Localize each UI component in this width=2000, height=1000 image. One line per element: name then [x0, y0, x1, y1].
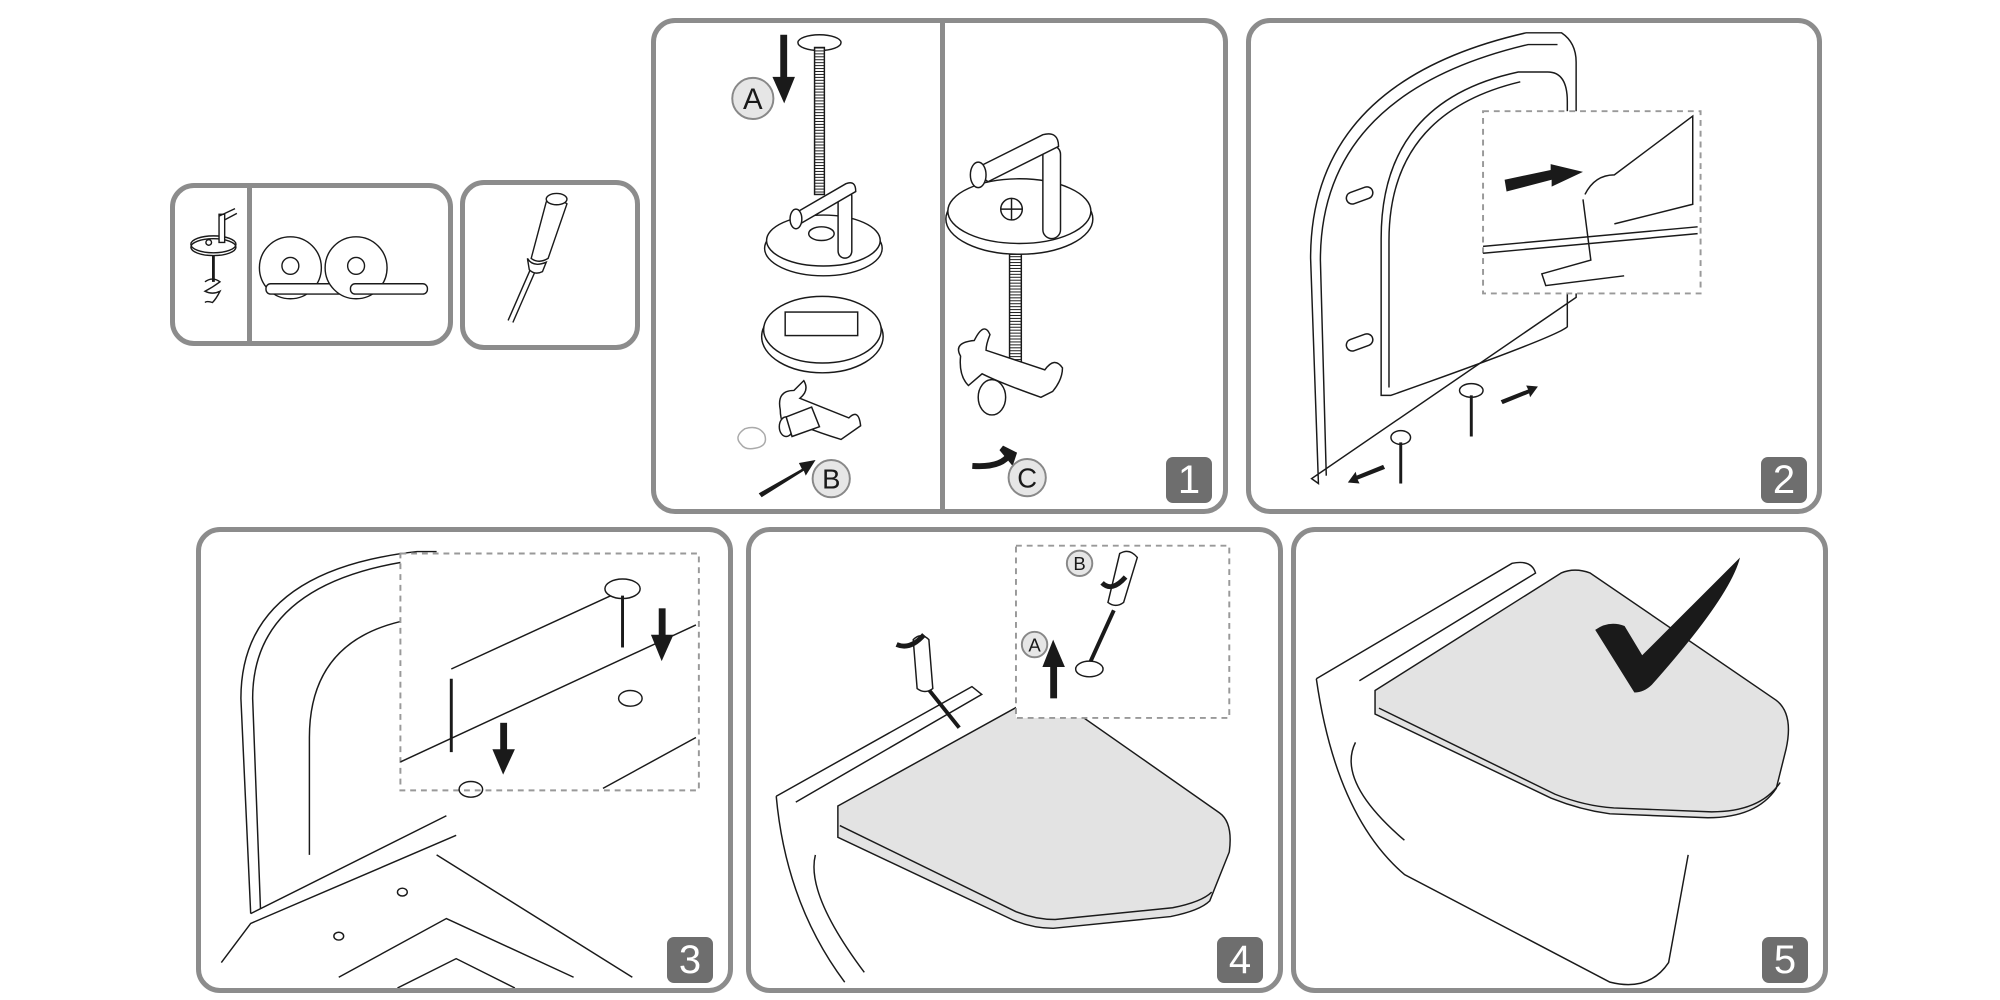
dowel-icon [737, 426, 767, 450]
rotate-arrow-icon [972, 445, 1018, 470]
step-4-drawing: A B [775, 544, 1231, 983]
bolt-detail [333, 578, 697, 941]
step-2-badge: 2 [1761, 457, 1807, 503]
anchor-clip-icon [778, 379, 862, 441]
step-1-divider [940, 23, 945, 509]
slide-arrow-left-icon [1347, 464, 1386, 484]
hinge-slide-detail [1482, 114, 1698, 287]
right-arrow-icon [1504, 164, 1583, 192]
callout-c-label: C [1017, 462, 1037, 493]
up-arrow-icon [1042, 639, 1065, 699]
callout-a: A [731, 76, 775, 121]
step-1-drawing: A B [731, 34, 1094, 499]
hinge-icon [763, 181, 883, 277]
seat-lid-icon [1309, 32, 1577, 485]
step-2-drawing [1309, 32, 1702, 485]
bolt-icon [797, 34, 842, 196]
callout-b-label: B [822, 463, 840, 494]
callout-b-label: B [1073, 553, 1085, 574]
hinge-bolt-icon [1390, 382, 1484, 484]
down-arrow-icon [492, 608, 674, 775]
step-4-badge: 4 [1217, 937, 1263, 983]
step-4-panel: A B 4 [746, 527, 1283, 993]
callout-a-label: A [1028, 634, 1041, 655]
detail-inset [399, 552, 700, 792]
step-1-panel: A B [651, 18, 1228, 514]
down-arrow-icon [772, 34, 795, 104]
assembled-hinge-icon [945, 133, 1094, 416]
detail-inset [1482, 110, 1702, 295]
seat-lid-closed-icon [837, 698, 1231, 930]
callout-c: C [1007, 458, 1047, 498]
step-3-panel: 3 [196, 527, 733, 993]
callout-b: B [811, 459, 851, 499]
step-1-badge: 1 [1166, 457, 1212, 503]
checkmark-icon [1595, 557, 1741, 693]
bowl-outline-icon [775, 685, 984, 983]
seat-lid-raised-icon [240, 550, 447, 915]
parts-panel-screwdriver [460, 180, 640, 350]
screwdriver-drawing [507, 192, 568, 323]
step-5-drawing [1315, 557, 1790, 986]
bowl-outline-icon [1315, 561, 1689, 986]
pad-icon [760, 295, 884, 374]
screwdriver-icon [507, 192, 568, 323]
callout-b: B [1065, 549, 1094, 578]
parts-panel-hinges [170, 183, 453, 346]
callout-a-label: A [743, 83, 763, 116]
step-5-panel: 5 [1291, 527, 1828, 993]
parts-hinges-drawing [190, 208, 429, 304]
rotate-arrow-icon [895, 575, 1128, 649]
hinge-bracket-icon [258, 236, 429, 300]
bowl-icon [220, 834, 633, 988]
step-3-drawing [220, 550, 700, 988]
step-3-badge: 3 [667, 937, 713, 983]
hinge-bolt-icon [190, 208, 238, 304]
callout-a: A [1020, 630, 1049, 659]
step-5-badge: 5 [1762, 937, 1808, 983]
parts-divider [247, 188, 252, 341]
diagonal-arrow-icon [758, 460, 816, 498]
screwdriver-icon [912, 550, 1139, 729]
step-2-panel: 2 [1246, 18, 1822, 514]
slide-arrow-right-icon [1500, 385, 1538, 405]
